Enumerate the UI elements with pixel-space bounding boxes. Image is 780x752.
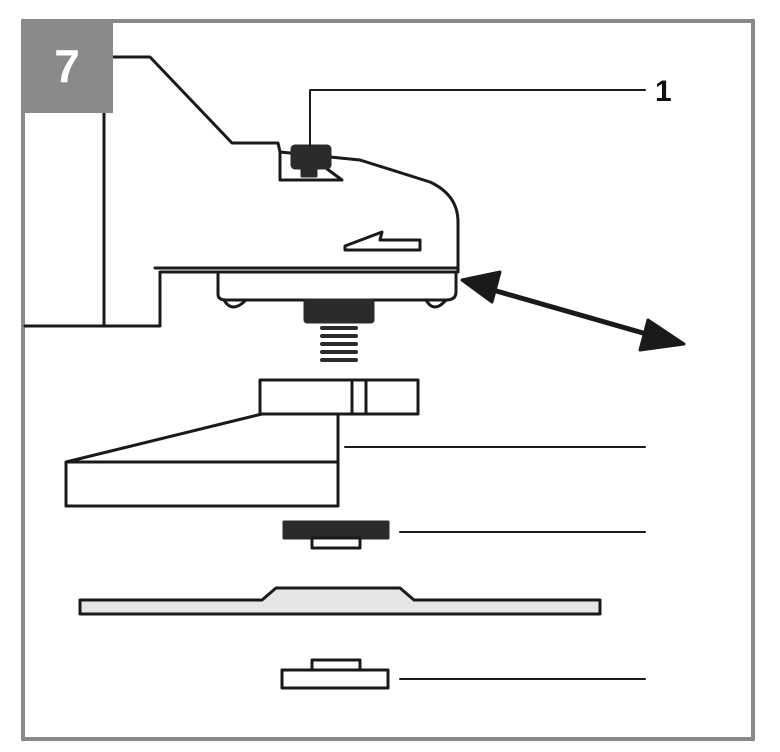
- support-flange: [282, 520, 390, 550]
- flange-foot-right: [424, 298, 448, 309]
- adjustment-double-arrow: [460, 270, 686, 352]
- flange-foot-left: [222, 298, 248, 309]
- callout-leader-line: [309, 89, 646, 147]
- grinder-housing: [23, 55, 460, 328]
- step-number: 7: [54, 40, 80, 92]
- callout-label-1: 1: [655, 75, 672, 108]
- rotation-arrow-mark: [343, 230, 422, 252]
- step-number-badge: 7: [21, 19, 113, 113]
- spindle: [303, 298, 375, 362]
- spindle-lock-button: [278, 144, 344, 182]
- wheel-guard: [64, 412, 340, 508]
- clamping-nut: [280, 658, 390, 690]
- guard-collar: [258, 378, 420, 416]
- grinding-disc: [78, 586, 602, 616]
- flange-plate: [216, 272, 458, 302]
